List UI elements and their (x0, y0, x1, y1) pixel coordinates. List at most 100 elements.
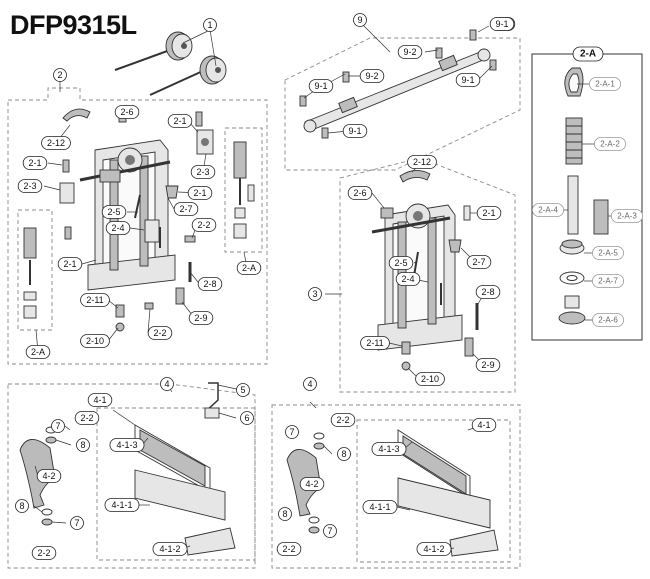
callout-text: 4-2 (305, 479, 318, 489)
callout-text: 2-11 (366, 338, 383, 348)
callout-bubble (236, 383, 250, 397)
spring-icon (23, 141, 247, 319)
callout-bubble (36, 469, 62, 483)
panel-2a-callout-bubble (594, 137, 627, 151)
callout-text: 2-A (31, 347, 45, 357)
callout-bubble (160, 377, 174, 391)
callout-bubble (236, 261, 262, 275)
connecting-rod-icon (299, 29, 497, 139)
callout-text: 2-3 (196, 167, 209, 177)
subgroup-2a-right-frame (224, 127, 263, 253)
callout-text: 4-1-2 (423, 544, 444, 554)
callout-c7b: 7 (70, 516, 84, 530)
callout-bubble (197, 277, 223, 291)
callout-text: 2-8 (203, 279, 216, 289)
callout-c8d: 8 (278, 507, 292, 521)
group-9-frame (284, 37, 521, 171)
group-3-frame (339, 157, 516, 393)
callout-bubble (353, 13, 367, 27)
callout-bubble (105, 221, 131, 235)
callout-text: 8 (19, 501, 24, 511)
callout-c2-8: 2-8 (197, 277, 223, 291)
callout-bubble (51, 419, 65, 433)
callout-bubble (104, 498, 140, 512)
callout-bubble (359, 69, 385, 83)
cam-stopper-icon (134, 184, 255, 248)
callout-c3-2-12: 2-12 (407, 155, 437, 169)
callout-text: 2 (57, 70, 62, 80)
callout-text: 8 (282, 509, 287, 519)
callout-bubble (476, 206, 502, 220)
panel-2a-callout-text: 2-A-2 (600, 140, 620, 149)
panel-2a-callout-text: 2-A-6 (598, 316, 618, 325)
callout-text: 6 (244, 413, 249, 423)
callout-c4-1-1b: 4-1-1 (362, 500, 398, 514)
callout-text: 2-12 (413, 157, 431, 167)
panel-2a-callout-bubble (592, 313, 625, 327)
callout-c3-2-4: 2-4 (395, 272, 421, 286)
callout-text: 8 (341, 449, 346, 459)
callout-text: 4-2 (42, 471, 55, 481)
callout-bubble (152, 542, 188, 556)
callout-c4-1a: 4-1 (87, 393, 113, 407)
callout-c7c: 7 (285, 425, 299, 439)
callout-c5: 5 (236, 383, 250, 397)
callout-text: 5 (240, 385, 245, 395)
callout-bubble (371, 442, 407, 456)
callout-c7a: 7 (51, 419, 65, 433)
callout-text: 2-10 (421, 374, 439, 384)
callout-c2-Aa: 2-A (236, 261, 262, 275)
callout-text: 4-1 (93, 395, 106, 405)
callout-bubble (466, 255, 492, 269)
callout-c2-2a: 2-2 (191, 218, 217, 232)
callout-bubble (308, 79, 334, 93)
footboard-icon (134, 424, 236, 556)
callout-bubble (41, 136, 71, 150)
callout-text: 2-2 (80, 413, 93, 423)
callout-bubble (76, 438, 90, 452)
callout-c2-1b: 2-1 (22, 156, 48, 170)
callout-text: 7 (289, 427, 294, 437)
callout-text: 9-1 (348, 126, 361, 136)
callout-c2-4: 2-4 (105, 221, 131, 235)
callout-c9-2a: 9-2 (397, 45, 423, 59)
callout-c2-6: 2-6 (114, 105, 140, 119)
callout-text: 1 (207, 20, 212, 30)
callout-bubble (188, 311, 214, 325)
callout-text: 2-1 (28, 158, 41, 168)
callout-text: 2-7 (472, 257, 485, 267)
callout-c3-2-10: 2-10 (415, 372, 445, 386)
callout-c6: 6 (240, 411, 254, 425)
callout-text: 2-9 (481, 360, 494, 370)
callout-c2-12: 2-12 (41, 136, 71, 150)
callout-text: 4 (307, 379, 312, 389)
callout-bubble (187, 186, 213, 200)
callout-text: 2-2 (336, 415, 349, 425)
callout-c2: 2 (53, 68, 67, 82)
chain-guide-icon (62, 108, 91, 122)
callout-text: 4-1-1 (369, 502, 390, 512)
callout-bubble (17, 179, 43, 193)
panel-2a-labels: 2-A-12-A-22-A-42-A-32-A-52-A-72-A-6 (532, 77, 644, 327)
callout-bubble (53, 68, 67, 82)
callout-c8b: 8 (15, 499, 29, 513)
panel-2a-callout-text: 2-A-3 (617, 212, 637, 221)
callout-c7d: 7 (323, 524, 337, 538)
callout-text: 4 (164, 379, 169, 389)
panel-2a-frame (531, 53, 643, 341)
callout-text: 2-12 (47, 138, 65, 148)
callout-bubble (388, 256, 414, 270)
pedal-frame-assembly-icon (79, 139, 176, 291)
panel-2a-callout-a4: 2-A-4 (532, 203, 565, 217)
callout-text: 9-1 (314, 81, 327, 91)
pedal-frame-assembly-icon (371, 170, 479, 371)
callout-bubble (31, 546, 57, 560)
callout-bubble (190, 165, 216, 179)
callout-text: 2-2 (153, 328, 166, 338)
callout-bubble (167, 114, 193, 128)
callout-bubble (330, 413, 356, 427)
callout-c1: 1 (203, 18, 217, 32)
callout-c3-2-11: 2-11 (360, 336, 390, 350)
spring-assembly-detail (558, 67, 609, 325)
